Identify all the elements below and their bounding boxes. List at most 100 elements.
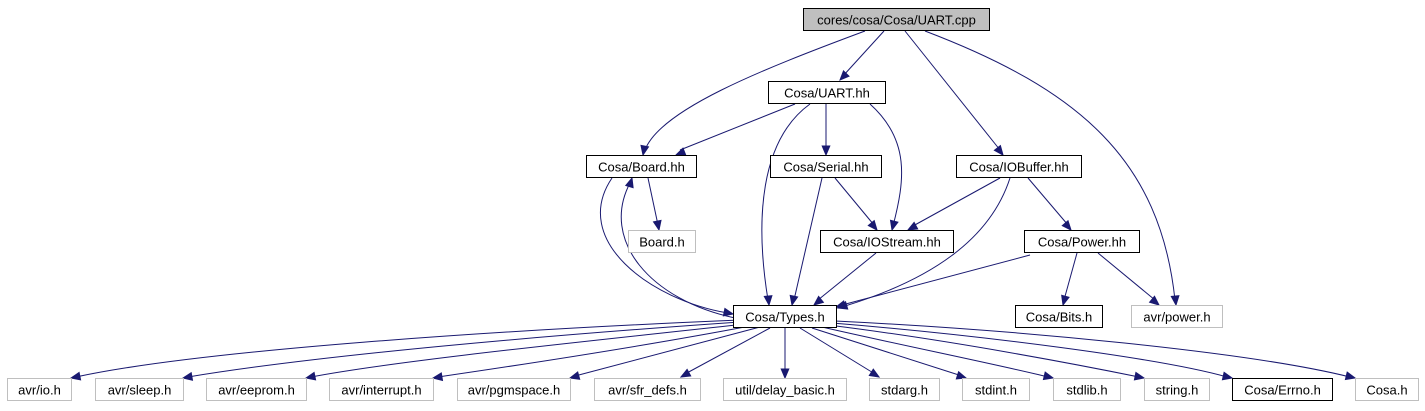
edge-power_hh-to-avr_power_h (1097, 252, 1160, 306)
node-box (803, 8, 990, 31)
node-box (869, 378, 940, 401)
edge-power_hh-to-types_h (834, 254, 1031, 309)
node-iobuffer-hh[interactable]: Cosa/IOBuffer.hh (956, 155, 1082, 178)
edge-uart_hh-to-types_h (761, 103, 811, 307)
node-label: avr/pgmspace.h (468, 383, 561, 398)
edge-line (841, 254, 1031, 306)
node-uart-cpp[interactable]: cores/cosa/Cosa/UART.cpp (803, 8, 990, 31)
arrowhead-icon (431, 372, 444, 382)
edge-iobuffer_hh-to-power_hh (1027, 177, 1072, 231)
edge-line (620, 182, 736, 319)
edge-types_h-to-avr_sfr_defs_h (679, 327, 771, 378)
node-iostream-hh[interactable]: Cosa/IOStream.hh (820, 230, 954, 253)
node-serial-hh[interactable]: Cosa/Serial.hh (770, 155, 882, 178)
node-bits-h[interactable]: Cosa/Bits.h (1015, 305, 1103, 328)
node-label: Cosa.h (1366, 383, 1407, 398)
node-box (1144, 378, 1210, 401)
node-label: util/delay_basic.h (735, 383, 835, 398)
edge-line (827, 324, 1140, 378)
node-label: Cosa/UART.hh (784, 86, 870, 101)
arrowhead-icon (955, 370, 968, 380)
node-label: string.h (1156, 383, 1199, 398)
arrowhead-icon (1042, 371, 1055, 381)
edge-board_hh-to-board_h (647, 177, 662, 232)
edge-types_h-to-stdint_h (811, 327, 968, 380)
arrowhead-icon (1170, 295, 1180, 307)
arrowhead-icon (868, 368, 881, 378)
node-types-h[interactable]: Cosa/Types.h (733, 305, 837, 328)
node-label: avr/eeprom.h (218, 383, 295, 398)
edge-types_h-to-board_hh (620, 176, 736, 319)
edge-serial_hh-to-iostream_hh (834, 177, 878, 231)
edge-uart_cpp-to-board_hh (640, 30, 866, 157)
node-box (586, 155, 697, 178)
edge-line (831, 322, 1228, 378)
arrowhead-icon (1148, 295, 1160, 306)
node-power-hh[interactable]: Cosa/Power.hh (1024, 230, 1140, 253)
node-label: Cosa/IOStream.hh (833, 235, 941, 250)
edge-types_h-to-avr_interrupt_h (431, 325, 751, 382)
node-board-h: Board.h (628, 230, 696, 253)
arrowhead-icon (789, 294, 799, 307)
arrowhead-icon (834, 300, 847, 309)
node-label: avr/io.h (18, 383, 61, 398)
node-label: avr/sfr_defs.h (608, 383, 687, 398)
edge-line (647, 177, 659, 226)
edge-line (761, 103, 811, 301)
edge-uart_hh-to-serial_hh (821, 104, 831, 157)
node-util-delay-basic-h: util/delay_basic.h (723, 378, 847, 401)
arrowhead-icon (640, 144, 650, 157)
node-avr-sleep-h: avr/sleep.h (95, 378, 184, 401)
edge-line (869, 103, 903, 227)
node-box (206, 378, 307, 401)
edge-line (1063, 252, 1078, 301)
arrowhead-icon (679, 368, 692, 378)
edge-line (821, 326, 1049, 378)
edge-board_hh-to-types_h (599, 177, 735, 317)
arrowhead-icon (1344, 371, 1357, 381)
node-avr-power-h: avr/power.h (1131, 305, 1223, 328)
node-label: avr/power.h (1143, 310, 1210, 325)
edge-line (679, 103, 796, 151)
node-box (1015, 305, 1103, 328)
edge-types_h-to-avr_pgmspace_h (568, 326, 761, 380)
node-label: Cosa/Bits.h (1026, 310, 1092, 325)
edge-line (811, 327, 963, 377)
arrowhead-icon (1061, 294, 1070, 307)
node-box (962, 378, 1030, 401)
node-box (1355, 378, 1419, 401)
edge-iobuffer_hh-to-iostream_hh (906, 177, 1001, 231)
node-errno-h[interactable]: Cosa/Errno.h (1232, 378, 1333, 401)
edge-line (310, 323, 746, 378)
node-board-hh[interactable]: Cosa/Board.hh (586, 155, 697, 178)
edge-types_h-to-errno_h (831, 322, 1234, 381)
node-box (95, 378, 184, 401)
edge-line (793, 177, 823, 301)
arrowhead-icon (568, 371, 581, 380)
node-uart-hh[interactable]: Cosa/UART.hh (768, 81, 886, 104)
edges-layer (69, 30, 1357, 382)
node-label: Cosa/Types.h (745, 310, 825, 325)
edge-line (574, 326, 761, 377)
edge-types_h-to-cosa_h (834, 320, 1357, 381)
arrowhead-icon (1133, 371, 1146, 381)
node-label: Board.h (639, 235, 685, 250)
node-box (457, 378, 571, 401)
edge-line (817, 252, 877, 301)
node-label: Cosa/Serial.hh (783, 160, 868, 175)
edge-line (1027, 177, 1069, 226)
node-stdlib-h: stdlib.h (1053, 378, 1121, 401)
edge-types_h-to-stdarg_h (799, 327, 881, 378)
edge-uart_hh-to-board_hh (674, 103, 796, 156)
node-box (733, 305, 837, 328)
edge-line (904, 30, 1001, 151)
node-label: Cosa/Power.hh (1038, 235, 1126, 250)
node-box (768, 81, 886, 104)
edge-line (75, 319, 741, 378)
nodes-layer: cores/cosa/Cosa/UART.cppCosa/UART.hhCosa… (7, 8, 1419, 401)
arrowhead-icon (1221, 371, 1234, 381)
node-label: Cosa/IOBuffer.hh (969, 160, 1069, 175)
node-label: stdarg.h (881, 383, 928, 398)
edge-types_h-to-avr_io_h (69, 319, 741, 381)
